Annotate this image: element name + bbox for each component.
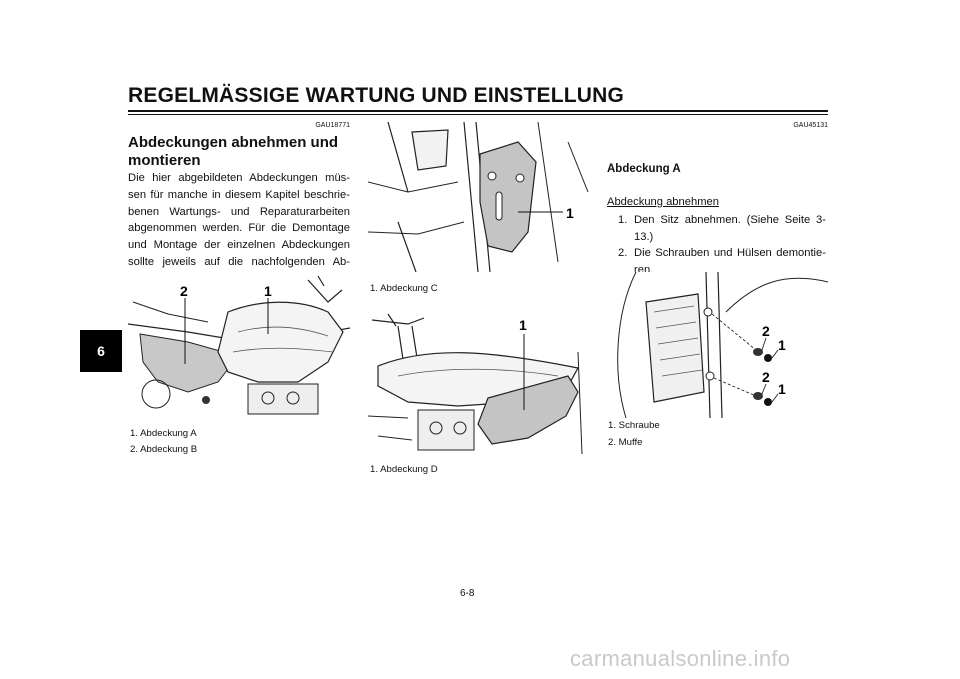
steps-list: 1. Den Sitz abnehmen. (Siehe Seite 3-13.…	[618, 212, 826, 278]
title-rule	[128, 110, 828, 112]
caption-2: 2. Abdeckung B	[130, 444, 198, 455]
step-number: 1.	[618, 214, 628, 226]
callout-1: 1	[566, 205, 574, 221]
figure-screws: 2 1 2 1	[606, 272, 828, 418]
caption-collar: 2. Muffe	[608, 437, 643, 448]
callout-1: 1	[778, 337, 786, 353]
figure-covers-a-b: 2 1	[128, 272, 350, 420]
section-code: GAU18771	[315, 122, 350, 129]
section-heading: Abdeckungen abnehmen und montieren	[128, 134, 339, 169]
caption-cover-d: 1. Abdeckung D	[370, 464, 438, 475]
section-label: Abdeckung abnehmen	[607, 196, 719, 208]
watermark: carmanualsonline.info	[570, 646, 791, 671]
page-number: 6-8	[460, 588, 475, 599]
step-text: Den Sitz abnehmen. (Siehe Seite 3-13.)	[634, 214, 826, 243]
caption-screw: 1. Schraube	[608, 420, 660, 431]
callout-2: 2	[762, 369, 770, 385]
page-title: REGELMÄSSIGE WARTUNG UND EINSTELLUNG	[128, 84, 625, 107]
subheading: Abdeckung A	[607, 163, 681, 175]
step-1: 1. Den Sitz abnehmen. (Siehe Seite 3-13.…	[618, 212, 826, 245]
callout-2: 2	[762, 323, 770, 339]
callout-1: 1	[264, 283, 272, 299]
callout-1: 1	[519, 317, 527, 333]
callout-1: 1	[778, 381, 786, 397]
caption-cover-c: 1. Abdeckung C	[370, 283, 438, 294]
section-code: GAU45131	[793, 122, 828, 129]
caption-1: 1. Abdeckung A	[130, 428, 197, 439]
title-rule-thin	[128, 114, 828, 115]
intro-paragraph: Die hier abgebildeten Abdeckungen müs-se…	[128, 172, 350, 285]
figure-cover-c: 1	[368, 122, 590, 272]
figure-cover-d: 1	[368, 306, 590, 454]
callout-2: 2	[180, 283, 188, 299]
step-number: 2.	[618, 247, 628, 259]
chapter-tab: 6	[80, 330, 122, 372]
